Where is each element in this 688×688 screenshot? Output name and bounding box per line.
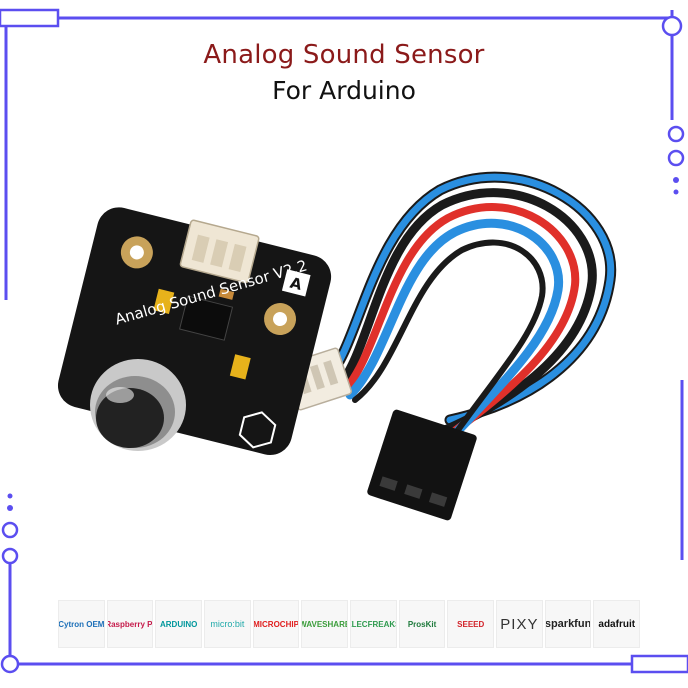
dupont-connector — [367, 409, 477, 521]
frame-dot — [673, 189, 679, 195]
frame-ring — [667, 125, 685, 143]
logo-cytron: Cytron OEM — [58, 600, 105, 648]
frame-dot — [7, 493, 13, 499]
logo-seeed: SEEED — [447, 600, 495, 648]
logo-elecfreaks: ELECFREAKS — [350, 600, 397, 648]
product-illustration: A Analog Sound Sensor V2.2 — [57, 171, 617, 521]
frame-ring — [667, 149, 685, 167]
microphone — [90, 359, 186, 451]
brand-logos: Cytron OEM Raspberry Pi ARDUINO micro:bi… — [58, 600, 641, 648]
logo-arduino: ARDUINO — [155, 600, 203, 648]
pin-marker: A — [288, 274, 304, 294]
frame-bottom-right-bar — [630, 654, 688, 674]
jumper-cable — [324, 171, 617, 461]
logo-microbit: micro:bit — [204, 600, 251, 648]
logo-microchip: MICROCHIP — [252, 600, 300, 648]
logo-proskit: ProsKit — [398, 600, 446, 648]
frame-ring — [1, 547, 19, 565]
frame-top-left-bar — [0, 8, 60, 28]
page-subtitle: For Arduino — [272, 76, 416, 105]
logo-sparkfun: sparkfun — [544, 600, 592, 648]
frame-ring — [661, 15, 683, 37]
page-title: Analog Sound Sensor — [203, 40, 485, 70]
logo-waveshare: WAVESHARE — [301, 600, 349, 648]
frame-ring — [0, 654, 20, 674]
logo-raspberry-pi: Raspberry Pi — [106, 600, 154, 648]
logo-pixy: PIXY — [496, 600, 543, 648]
frame-dot — [7, 505, 13, 511]
frame-dot — [673, 177, 679, 183]
logo-adafruit: adafruit — [593, 600, 641, 648]
frame-ring — [1, 521, 19, 539]
